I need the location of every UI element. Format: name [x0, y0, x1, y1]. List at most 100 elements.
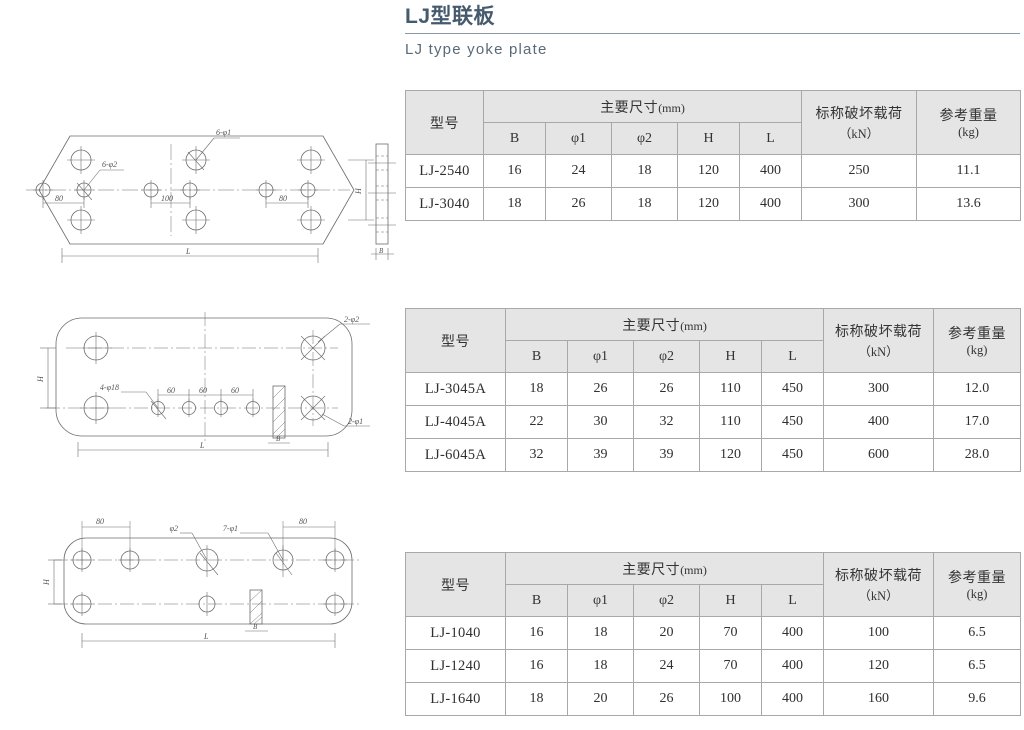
d2-dim-B: B	[276, 435, 281, 443]
spec-table-2: 型号 主要尺寸(mm) 标称破坏载荷 （kN） 参考重量 (kg) B φ1 φ…	[405, 308, 1022, 472]
cell-weight: 11.1	[916, 154, 1022, 188]
table-row: LJ-3040 18 26 18 120 400 300 13.6	[405, 187, 1022, 221]
cell-load: 100	[823, 616, 935, 650]
cell-phi2: 26	[633, 682, 700, 716]
cell-b: 32	[505, 438, 568, 472]
cell-load: 400	[823, 405, 935, 439]
table-3-body: LJ-1040 16 18 20 70 400 100 6.5 LJ-1240 …	[405, 616, 1022, 716]
cell-weight: 6.5	[933, 616, 1022, 650]
cell-phi2: 26	[633, 372, 700, 406]
d1-dim-mid: 100	[161, 194, 173, 203]
d1-dim-H: H	[354, 187, 363, 195]
th-main-dims: 主要尺寸(mm)	[504, 308, 825, 341]
cell-b: 18	[483, 187, 546, 221]
cell-model: LJ-3040	[405, 187, 484, 221]
cell-weight: 28.0	[933, 438, 1022, 472]
cell-b: 18	[505, 372, 568, 406]
cell-b: 16	[483, 154, 546, 188]
table-3-head: 型号 主要尺寸(mm) 标称破坏载荷 （kN） 参考重量 (kg) B φ1 φ…	[405, 552, 1022, 617]
cell-phi1: 18	[567, 649, 634, 683]
cell-load: 250	[801, 154, 918, 188]
d2-label-phi1-bot: 2-φ1	[348, 417, 363, 426]
page-header: LJ型联板 LJ type yoke plate	[405, 4, 1020, 59]
cell-load: 120	[823, 649, 935, 683]
cell-l: 400	[738, 187, 803, 221]
table-row: LJ-6045A 32 39 39 120 450 600 28.0	[405, 438, 1022, 472]
cell-l: 400	[738, 154, 803, 188]
d3-dim-left: 80	[96, 517, 104, 526]
table-1-head: 型号 主要尺寸(mm) 标称破坏载荷 （kN） 参考重量 (kg) B φ1 φ…	[405, 90, 1022, 155]
cell-phi1: 18	[567, 616, 634, 650]
th-phi1: φ1	[545, 122, 612, 155]
th-model: 型号	[405, 308, 506, 373]
cell-weight: 17.0	[933, 405, 1022, 439]
d3-dim-L: L	[203, 632, 209, 641]
th-phi1: φ1	[567, 340, 634, 373]
cell-phi1: 26	[545, 187, 612, 221]
spec-table-1: 型号 主要尺寸(mm) 标称破坏载荷 （kN） 参考重量 (kg) B φ1 φ…	[405, 90, 1022, 221]
table-1-body: LJ-2540 16 24 18 120 400 250 11.1 LJ-304…	[405, 154, 1022, 221]
th-weight: 参考重量 (kg)	[916, 90, 1022, 155]
cell-phi2: 20	[633, 616, 700, 650]
cell-phi1: 30	[567, 405, 634, 439]
cell-weight: 6.5	[933, 649, 1022, 683]
cell-h: 70	[699, 649, 762, 683]
d2-dim-s2: 60	[199, 386, 207, 395]
cell-phi1: 39	[567, 438, 634, 472]
th-b: B	[483, 122, 546, 155]
cell-h: 120	[677, 154, 740, 188]
th-b: B	[505, 584, 568, 617]
d1-label-phi2: 6-φ2	[102, 160, 117, 169]
table-row: LJ-3045A 18 26 26 110 450 300 12.0	[405, 372, 1022, 406]
cell-phi2: 32	[633, 405, 700, 439]
cell-phi2: 24	[633, 649, 700, 683]
d1-dim-left: 80	[55, 194, 63, 203]
th-l: L	[760, 340, 825, 373]
cell-phi1: 26	[567, 372, 634, 406]
table-row: LJ-1640 18 20 26 100 400 160 9.6	[405, 682, 1022, 716]
cell-l: 450	[760, 372, 825, 406]
d3-label-phi1: 7-φ1	[223, 524, 238, 533]
spec-table-3: 型号 主要尺寸(mm) 标称破坏载荷 （kN） 参考重量 (kg) B φ1 φ…	[405, 552, 1022, 716]
d1-label-phi1: 6-φ1	[216, 128, 231, 137]
th-l: L	[760, 584, 825, 617]
cell-b: 16	[505, 616, 568, 650]
cell-h: 100	[699, 682, 762, 716]
d3-dim-H: H	[42, 578, 51, 586]
th-main-dims: 主要尺寸(mm)	[482, 90, 803, 123]
th-model: 型号	[405, 552, 506, 617]
drawing-hexagonal-yoke-plate: 6-φ1 6-φ2 80 100 80 L H B	[18, 108, 398, 273]
cell-model: LJ-1040	[405, 616, 506, 650]
cell-l: 450	[760, 405, 825, 439]
d1-dim-B: B	[379, 247, 384, 255]
th-h: H	[677, 122, 740, 155]
cell-model: LJ-2540	[405, 154, 484, 188]
th-h: H	[699, 340, 762, 373]
cell-model: LJ-4045A	[405, 405, 506, 439]
d2-dim-s1: 60	[167, 386, 175, 395]
d3-dim-right: 80	[299, 517, 307, 526]
d2-dim-s3: 60	[231, 386, 239, 395]
title-divider	[405, 33, 1020, 34]
cell-phi2: 18	[611, 154, 678, 188]
th-weight: 参考重量 (kg)	[933, 308, 1022, 373]
d1-dim-L: L	[185, 247, 191, 256]
table-row: LJ-2540 16 24 18 120 400 250 11.1	[405, 154, 1022, 188]
cell-model: LJ-3045A	[405, 372, 506, 406]
table-row: LJ-1240 16 18 24 70 400 120 6.5	[405, 649, 1022, 683]
table-row: LJ-1040 16 18 20 70 400 100 6.5	[405, 616, 1022, 650]
cell-load: 600	[823, 438, 935, 472]
d3-label-phi2: φ2	[170, 524, 178, 533]
table-2-head: 型号 主要尺寸(mm) 标称破坏载荷 （kN） 参考重量 (kg) B φ1 φ…	[405, 308, 1022, 373]
th-load: 标称破坏载荷 （kN）	[823, 308, 935, 373]
d2-dim-L: L	[199, 441, 205, 450]
th-main-dims: 主要尺寸(mm)	[504, 552, 825, 585]
page-title: LJ型联板	[405, 5, 496, 28]
drawing-rounded-yoke-plate-b: 80 80 φ2 7-φ1 H L B	[40, 505, 395, 660]
cell-b: 22	[505, 405, 568, 439]
cell-weight: 12.0	[933, 372, 1022, 406]
d2-label-holes: 4-φ18	[100, 383, 119, 392]
cell-model: LJ-6045A	[405, 438, 506, 472]
cell-load: 160	[823, 682, 935, 716]
th-phi2: φ2	[611, 122, 678, 155]
